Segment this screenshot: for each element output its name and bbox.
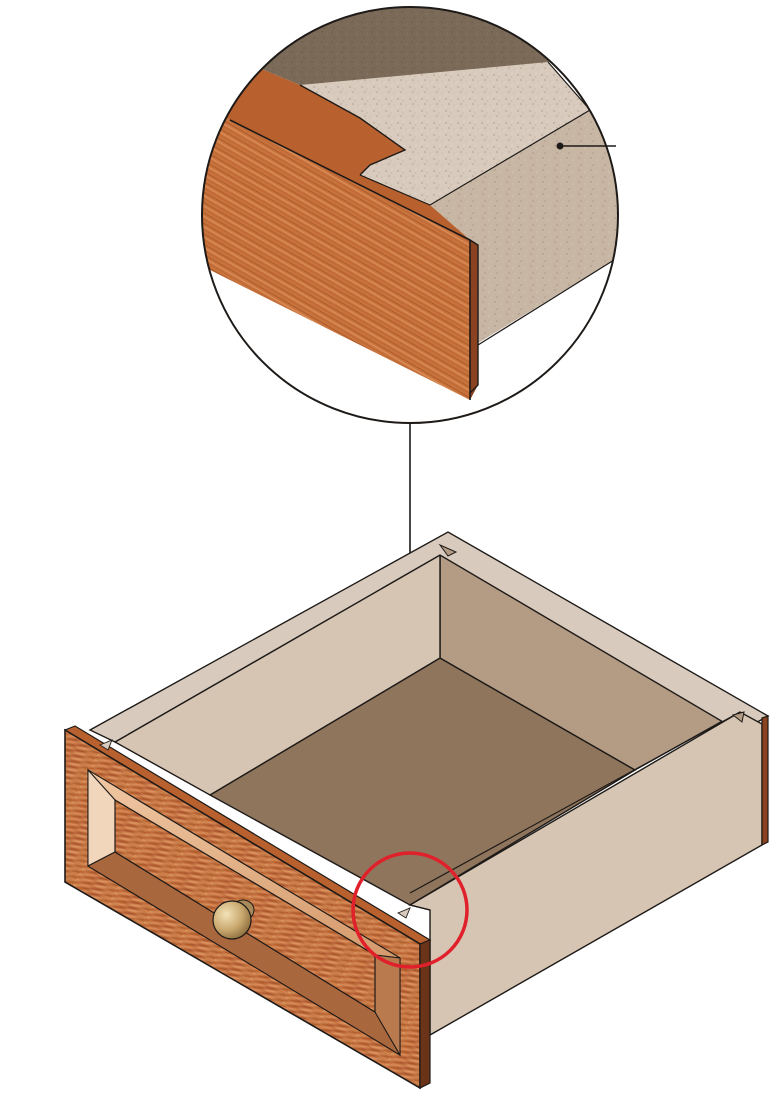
callout-ring	[351, 851, 469, 969]
drawer-box	[88, 531, 770, 1037]
knob-icon	[212, 899, 255, 940]
drawer-front	[63, 725, 432, 1090]
detail-magnifier	[201, 6, 619, 424]
